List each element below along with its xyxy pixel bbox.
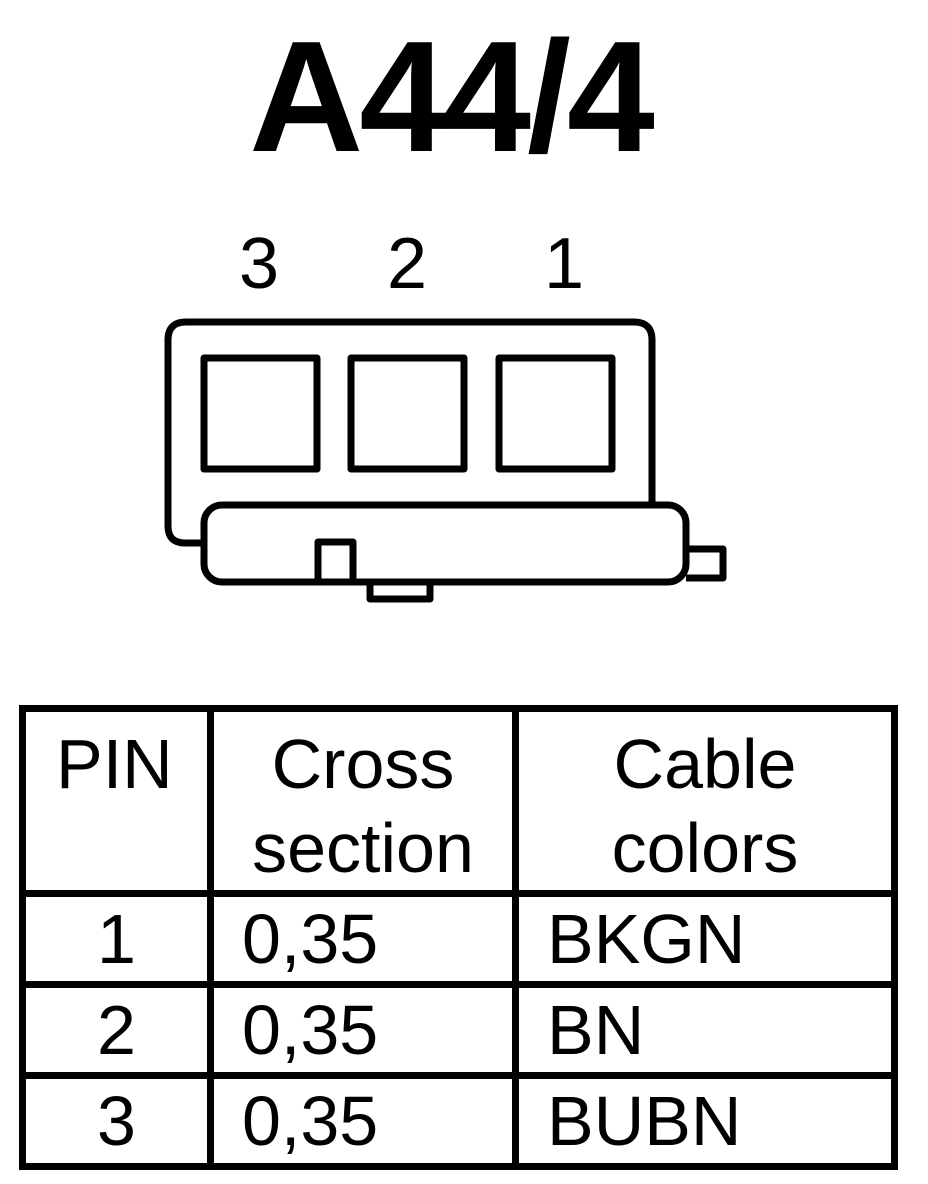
connector-diagram (164, 318, 727, 603)
table-row: 3 0,35 BUBN (19, 1072, 898, 1170)
pin-assignment-table: PIN Cross section Cable colors 1 0,35 BK… (19, 705, 898, 1170)
header-pin: PIN (19, 705, 214, 897)
cell-cross-section: 0,35 (207, 1072, 519, 1170)
pin-label-3: 3 (238, 224, 280, 304)
table-header-row: PIN Cross section Cable colors (19, 705, 898, 897)
cell-pin: 2 (19, 981, 214, 1079)
cell-cross-section: 0,35 (207, 981, 519, 1079)
cell-cross-section: 0,35 (207, 890, 519, 988)
latch-tab (314, 538, 357, 586)
right-tab (686, 545, 727, 582)
header-cable-colors: Cable colors (512, 705, 898, 897)
connector-housing (164, 318, 656, 547)
header-cross-section: Cross section (207, 705, 519, 897)
cell-pin: 1 (19, 890, 214, 988)
cell-pin: 3 (19, 1072, 214, 1170)
pin-cavity-1 (495, 354, 616, 473)
cell-cable-color: BKGN (512, 890, 898, 988)
cell-cable-color: BN (512, 981, 898, 1079)
bottom-tab (366, 582, 434, 603)
cell-cable-color: BUBN (512, 1072, 898, 1170)
table-row: 1 0,35 BKGN (19, 890, 898, 988)
pin-cavity-2 (347, 354, 468, 473)
connector-latch (200, 501, 690, 586)
table-row: 2 0,35 BN (19, 981, 898, 1079)
pin-cavity-3 (200, 354, 321, 473)
pin-label-2: 2 (386, 224, 428, 304)
pin-label-1: 1 (543, 224, 585, 304)
connector-title: A44/4 (249, 9, 655, 185)
